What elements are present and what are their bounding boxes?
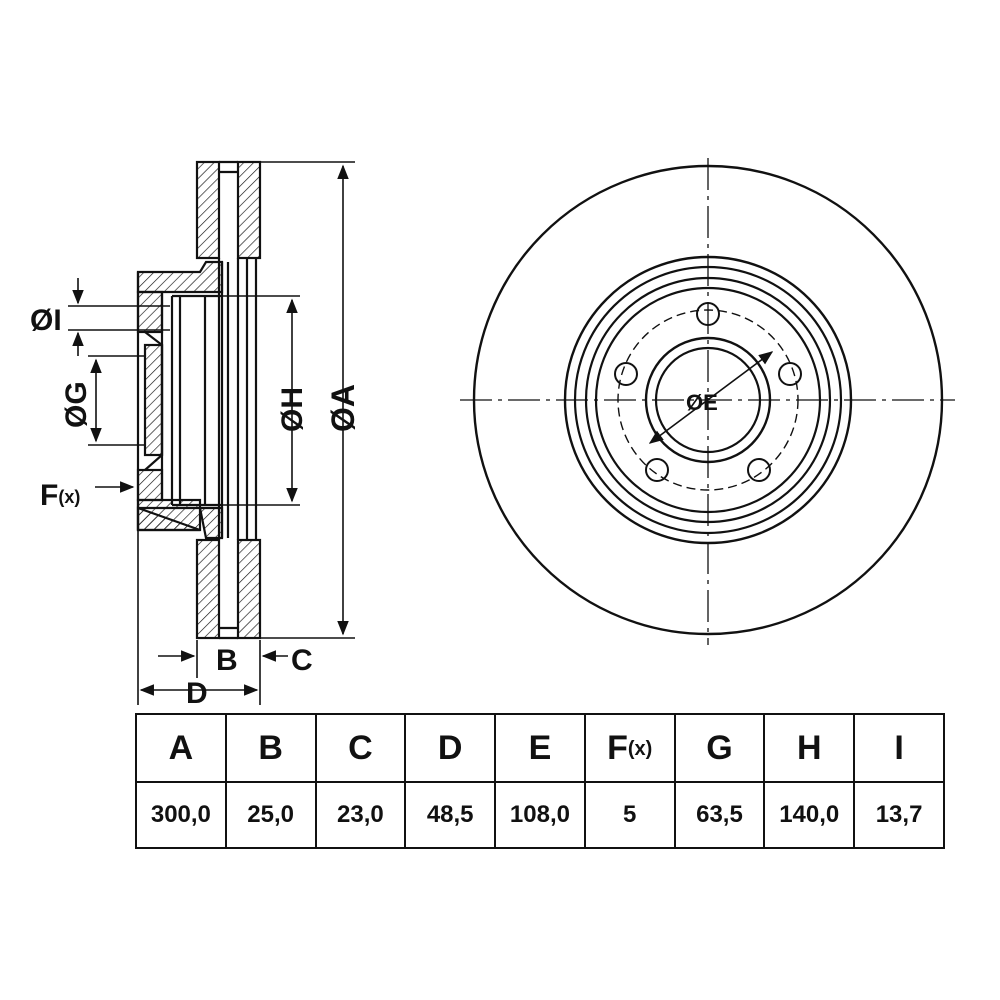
label-dim-D: D	[186, 677, 208, 710]
label-dim-F-sub: (x)	[58, 487, 80, 507]
label-dim-G: ØG	[60, 381, 93, 428]
outer-ring-lower-left	[195, 538, 221, 640]
header-C: C	[314, 713, 407, 783]
front-view	[460, 158, 955, 645]
outer-ring-upper-left	[195, 160, 221, 260]
outer-ring-upper-right	[236, 160, 262, 260]
hub-face-upper	[136, 290, 164, 334]
header-D: D	[404, 713, 497, 783]
value-E: 108,0	[494, 781, 586, 849]
bolt-hole-3	[747, 458, 771, 482]
header-F-main: F	[607, 728, 628, 767]
label-dim-C: C	[291, 644, 313, 677]
value-G: 63,5	[673, 781, 766, 849]
header-E: E	[494, 713, 586, 783]
header-F-sub: (x)	[627, 737, 653, 760]
value-I: 13,7	[853, 781, 945, 849]
header-F: F(x)	[583, 713, 676, 783]
label-dim-B: B	[216, 644, 238, 677]
label-dim-E: ØE	[686, 390, 718, 415]
bolt-hole-4	[645, 458, 669, 482]
value-A: 300,0	[135, 781, 227, 849]
hub-face-lower	[136, 468, 164, 502]
table-header-row: A B C D E F(x) G H I	[135, 713, 945, 783]
label-dim-F-main: F	[40, 479, 58, 512]
section-labels: ØI ØG F(x) ØH ØA B C D	[30, 304, 361, 710]
bolt-hole-5	[614, 362, 638, 386]
value-F: 5	[583, 781, 676, 849]
label-dim-A: ØA	[325, 384, 361, 432]
header-H: H	[763, 713, 856, 783]
header-G: G	[673, 713, 766, 783]
value-B: 25,0	[224, 781, 317, 849]
label-dim-I: ØI	[30, 304, 62, 337]
header-I: I	[853, 713, 945, 783]
outer-ring-lower-right	[236, 538, 262, 640]
label-dim-H: ØH	[276, 387, 309, 432]
bolt-hole-2	[778, 362, 802, 386]
value-C: 23,0	[314, 781, 407, 849]
dimension-table: A B C D E F(x) G H I 300,0 25,0 23,0 48,…	[135, 713, 945, 849]
header-A: A	[135, 713, 227, 783]
dim-E-line	[648, 351, 774, 444]
section-view	[136, 160, 262, 640]
hub-flange-top	[136, 260, 224, 294]
value-H: 140,0	[763, 781, 856, 849]
brake-disc-drawing: ØI ØG F(x) ØH ØA B C D ØE	[30, 158, 955, 710]
table-value-row: 300,0 25,0 23,0 48,5 108,0 5 63,5 140,0 …	[135, 781, 945, 849]
header-B: B	[224, 713, 317, 783]
section-dimension-lines	[68, 161, 355, 705]
label-dim-F: F(x)	[40, 479, 80, 512]
value-D: 48,5	[404, 781, 497, 849]
